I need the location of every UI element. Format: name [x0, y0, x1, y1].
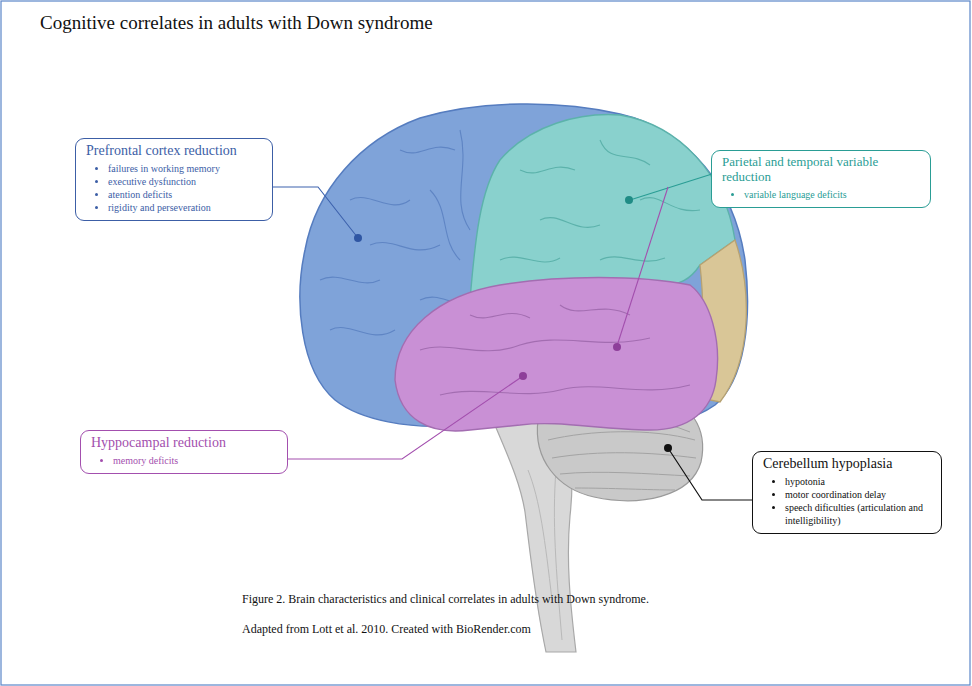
bullet-item: motor coordination delay	[785, 488, 933, 501]
bullet-item: atention deficits	[108, 188, 264, 201]
leader-line	[288, 376, 523, 459]
bullet-item: hypotonia	[785, 475, 933, 488]
parietal-lobe	[470, 115, 735, 300]
box-heading: Parietal and temporal variable reduction	[722, 155, 922, 185]
brainstem-lines	[528, 470, 562, 640]
box-heading: Cerebellum hypoplasia	[763, 456, 933, 472]
callout-dot	[664, 444, 672, 452]
callout-box: Prefrontal cortex reduction failures in w…	[75, 138, 273, 221]
callout-box: Hyppocampal reduction memory deficits	[80, 430, 288, 474]
diagram-title: Cognitive correlates in adults with Down…	[40, 12, 433, 34]
bullet-list: failures in working memoryexecutive dysf…	[86, 162, 264, 214]
leader-line	[617, 187, 668, 346]
callout-dot	[625, 196, 633, 204]
bullet-item: failures in working memory	[108, 162, 264, 175]
callout-dot	[519, 372, 527, 380]
leader-line	[273, 187, 358, 238]
bullet-list: variable language deficits	[722, 188, 922, 201]
box-heading: Prefrontal cortex reduction	[86, 143, 264, 159]
figure-caption: Figure 2. Brain characteristics and clin…	[242, 592, 649, 607]
leader-line	[630, 174, 712, 200]
leader-line	[668, 448, 753, 500]
parietal-gyri	[500, 140, 700, 262]
bullet-item: rigidity and perseveration	[108, 201, 264, 214]
callout-box: Parietal and temporal variable reduction…	[711, 150, 931, 208]
bullet-list: memory deficits	[91, 454, 279, 467]
bullet-item: variable language deficits	[744, 188, 922, 201]
box-heading: Hyppocampal reduction	[91, 435, 279, 451]
bullet-item: speech dificulties (articulation and int…	[785, 501, 933, 527]
callout-dot	[354, 234, 362, 242]
bullet-list: hypotoniamotor coordination delayspeech …	[763, 475, 933, 527]
bullet-item: memory deficits	[113, 454, 279, 467]
bullet-item: executive dysfunction	[108, 175, 264, 188]
temporal-lobe	[395, 278, 718, 431]
source-note: Adapted from Lott et al. 2010. Created w…	[242, 622, 531, 637]
temporal-gyri	[420, 305, 690, 395]
callout-dot	[613, 343, 621, 351]
callout-box: Cerebellum hypoplasia hypotoniamotor coor…	[752, 451, 942, 534]
